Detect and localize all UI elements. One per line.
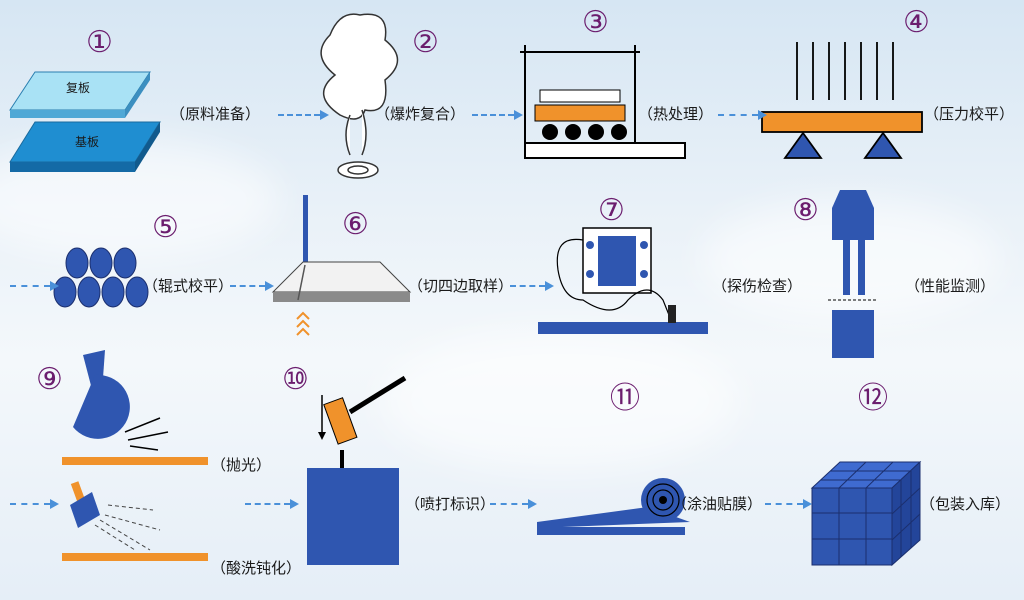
composite-plate-label: 复板 [66,81,91,95]
flow-arrow [230,281,274,291]
flow-arrow [765,499,812,509]
step-label-6: （切四边取样） [408,277,514,295]
step-label-10: （喷打标识） [405,495,496,513]
step-label-9a: （抛光） [211,456,272,474]
step-label-8: （性能监测） [905,277,996,295]
step-label-9b: （酸洗钝化） [211,559,302,577]
coil-icon [537,478,690,535]
marking-icon [307,375,407,565]
step-number-7: ⑦ [598,193,625,228]
step-number-3: ③ [582,5,609,40]
step-label-11: （涂油贴膜） [672,495,763,513]
flow-arrow [510,281,554,291]
rollers-icon [53,247,149,308]
step-number-12: ⑫ [858,381,888,416]
step-label-2: （爆炸复合） [375,105,466,123]
step-label-4: （压力校平） [924,105,1015,123]
tensile-tester-icon [828,190,878,358]
flow-arrow [490,499,537,509]
flow-arrow [10,281,59,291]
step-label-7: （探伤检查） [712,277,803,295]
flow-arrow [245,499,299,509]
step-number-11: ⑪ [610,381,640,416]
flow-arrow [718,110,767,120]
ultrasonic-detector-icon [538,227,708,334]
spray-icon [62,481,208,561]
step-label-3: （热处理） [638,105,714,123]
step-number-2: ② [412,25,439,60]
cutting-icon [271,195,412,336]
press-icon [761,42,923,159]
package-stack-icon [810,460,922,567]
flow-arrow [278,110,329,120]
step-number-4: ④ [903,5,930,40]
step-label-5: （辊式校平） [143,277,234,295]
step-number-8: ⑧ [792,193,819,228]
flow-arrow [10,499,59,509]
step-label-12: （包装入库） [920,495,1011,513]
furnace-icon [520,45,686,159]
step-label-1: （原料准备） [170,105,261,123]
step-number-5: ⑤ [152,210,179,245]
base-plate-label: 基板 [75,135,100,149]
flow-arrow [472,110,523,120]
step-number-10: ⑩ [282,362,309,397]
explosion-icon [320,13,399,179]
polishing-icon [62,350,208,465]
step-number-9: ⑨ [36,362,63,397]
step-number-6: ⑥ [342,207,369,242]
step-number-1: ① [86,25,113,60]
composite-plates [9,71,161,172]
